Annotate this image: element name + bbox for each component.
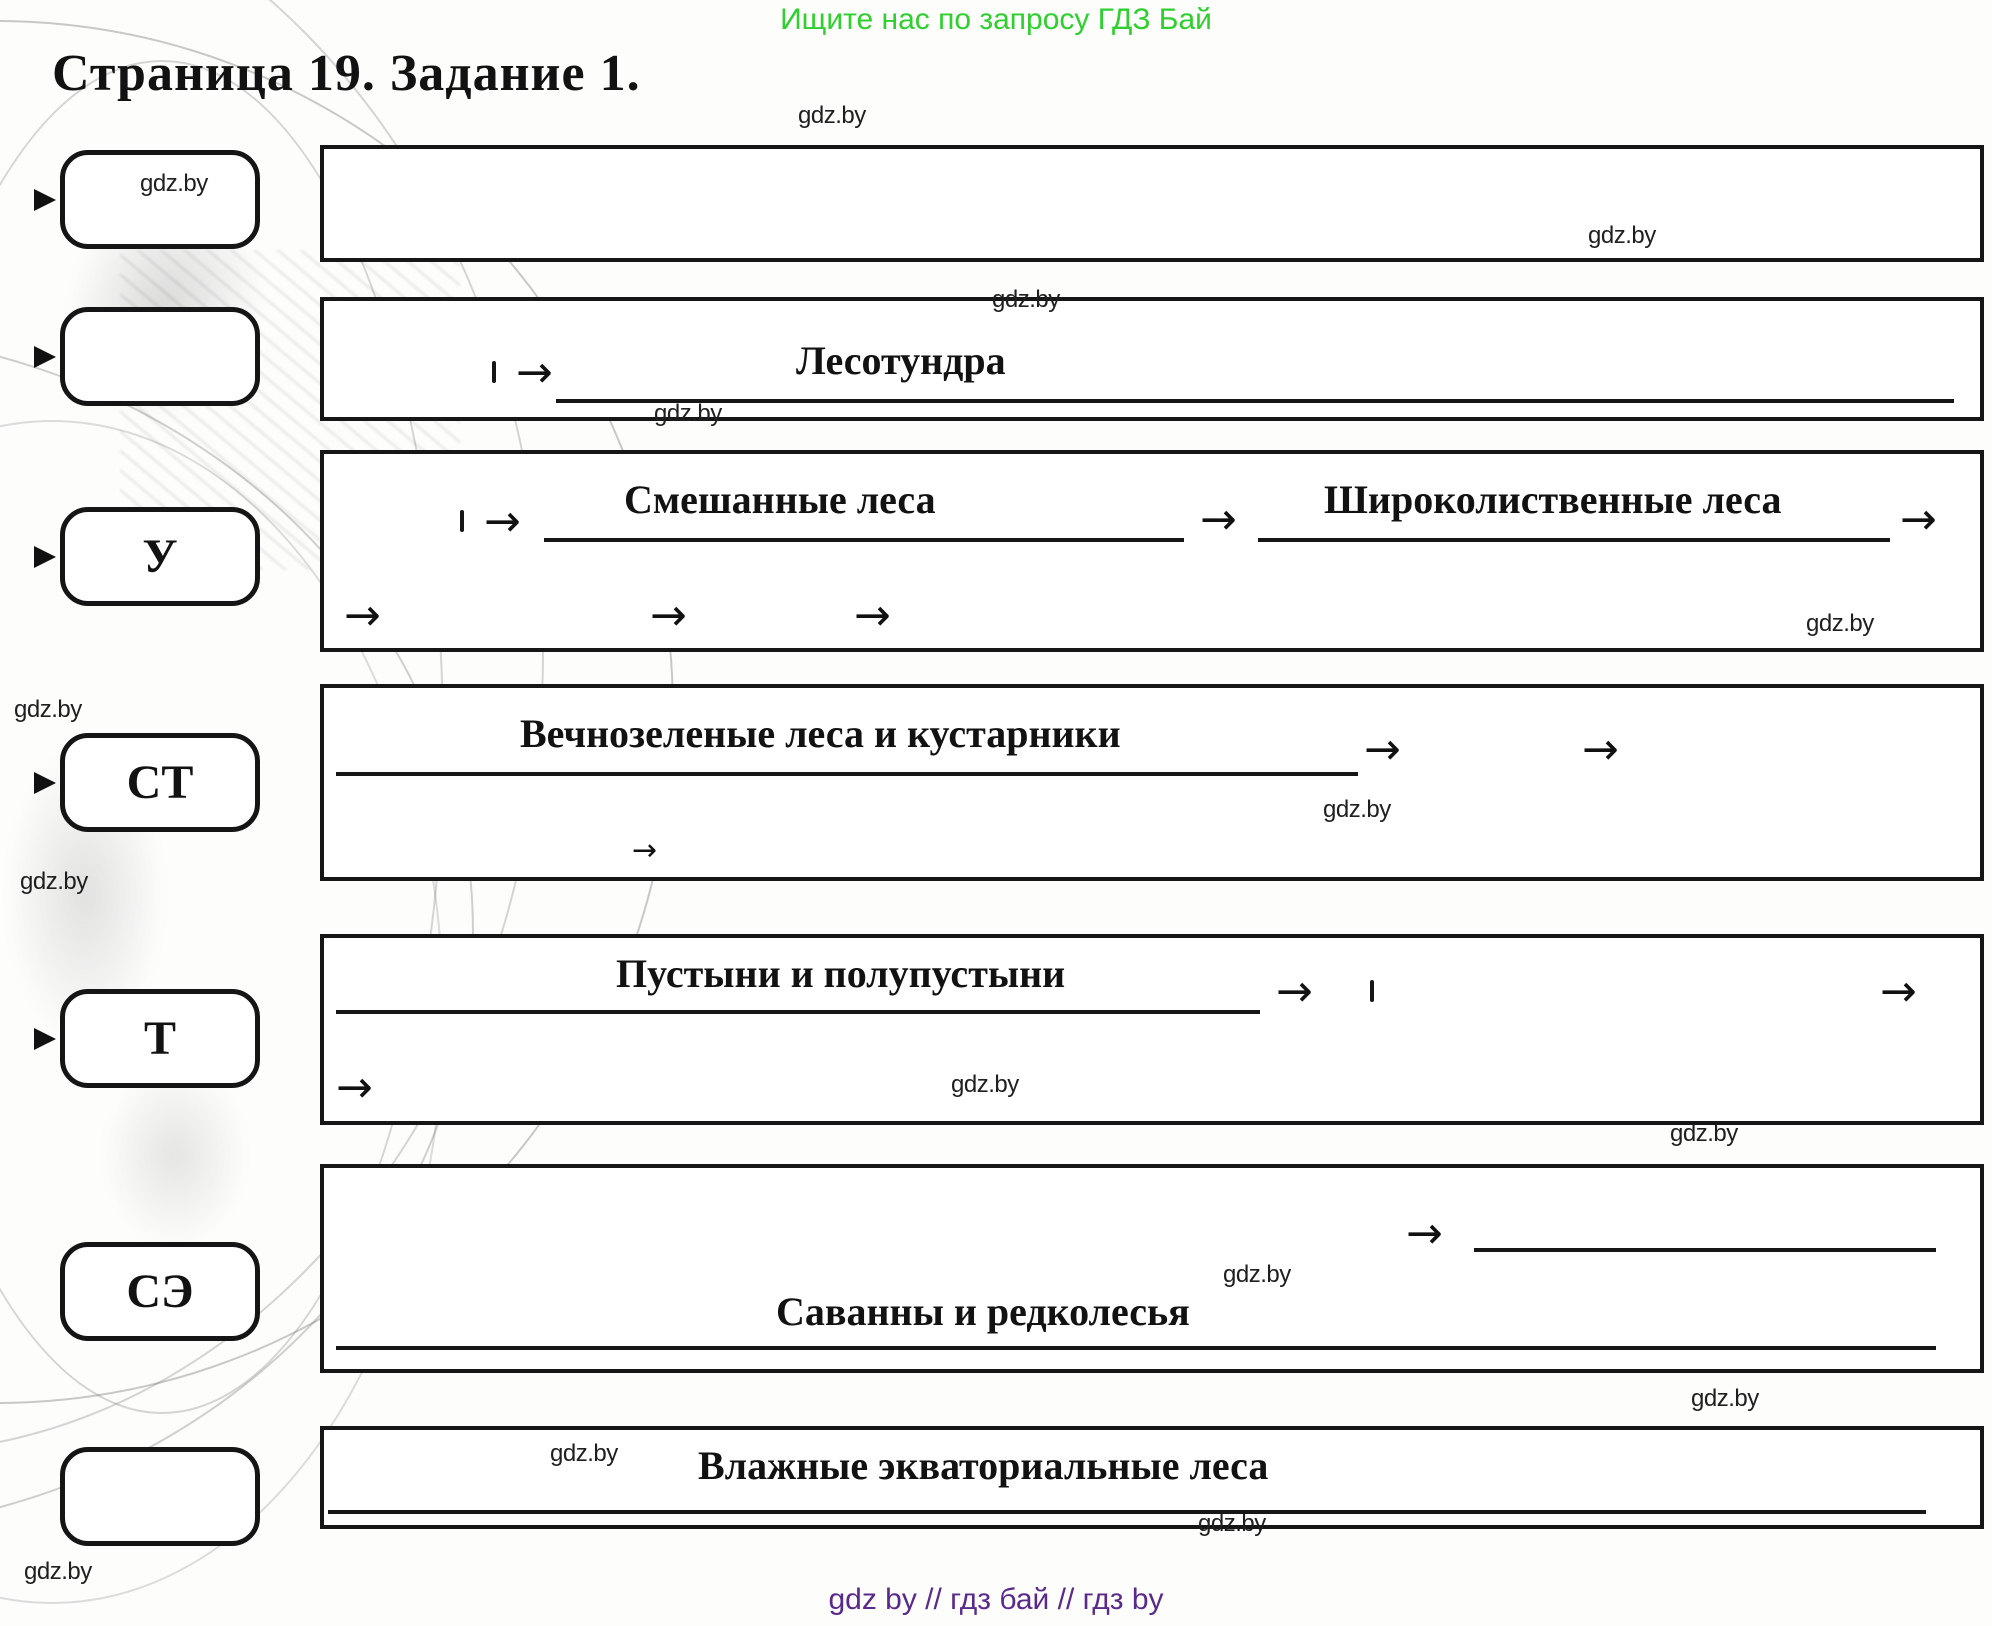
zone-box-evergreen: Вечнозеленые леса и кустарники → → → [320,684,1984,881]
climate-belt-box-subtropical: СТ [60,733,260,832]
zone-label-deserts: Пустыни и полупустыни [616,951,1066,996]
arrow-right-icon: → [1900,494,1937,545]
promo-banner: Ищите нас по запросу ГДЗ Бай [780,3,1212,36]
arrow-right-icon: → [1582,724,1619,775]
zone-label-broadleaf: Широколиственные леса [1324,477,1782,522]
arrow-right-icon: → [1406,1208,1443,1259]
arrow-right-icon: → [1364,724,1401,775]
arrow-right-icon: → [650,590,687,641]
belt-label: У [142,530,178,583]
zone-box-forests: → Смешанные леса → Широколиственные леса… [320,450,1984,652]
gdz-watermark: gdz.by [798,102,866,129]
tick-mark-icon [1370,980,1374,1002]
answer-blank [1474,1186,1936,1252]
climate-belt-box-tropical: Т [60,989,260,1088]
arrow-right-icon: → [1880,966,1917,1017]
belt-label: СТ [126,756,194,809]
gdz-watermark: gdz.by [1806,610,1874,637]
pointer-arrow-icon [34,1028,56,1050]
zone-label-evergreen: Вечнозеленые леса и кустарники [520,711,1121,756]
answer-blank [336,1284,1936,1350]
answer-blank [336,708,1358,776]
belt-label: Т [143,1012,176,1065]
pointer-arrow-icon [34,189,56,211]
zone-box-equatorial: Влажные экваториальные леса [320,1426,1984,1529]
gdz-watermark: gdz.by [20,868,88,895]
arrow-right-icon: → [516,347,553,398]
gdz-watermark: gdz.by [951,1071,1019,1098]
tick-mark-icon [492,361,496,383]
arrow-right-icon: → [336,1062,373,1113]
tick-mark-icon [460,510,464,532]
footer-banner: gdz by // гдз бай // гдз by [828,1583,1164,1616]
climate-belt-box-7 [60,1447,260,1546]
answer-blank [544,474,1184,542]
gdz-watermark: gdz.by [1198,1510,1266,1537]
climate-belt-box-subequatorial: СЭ [60,1242,260,1341]
answer-blank [328,1448,1926,1514]
arrow-right-icon: → [1200,494,1237,545]
zone-box-1 [320,145,1984,262]
gdz-watermark: gdz.by [992,286,1060,313]
zone-label-savanna: Саванны и редколесья [776,1289,1190,1334]
zone-box-lesotundra: → Лесотундра [320,297,1984,421]
zone-label-equatorial: Влажные экваториальные леса [698,1443,1269,1488]
climate-belt-box-2 [60,307,260,406]
pointer-arrow-icon [34,546,56,568]
arrow-right-icon: → [854,590,891,641]
gdz-watermark: gdz.by [1223,1261,1291,1288]
zone-box-deserts: Пустыни и полупустыни → → → [320,934,1984,1125]
gdz-watermark: gdz.by [14,696,82,723]
pointer-arrow-icon [34,772,56,794]
arrow-right-icon: → [484,496,521,547]
answer-blank [1258,474,1890,542]
arrow-right-icon: → [632,833,658,868]
arrow-right-icon: → [1276,966,1313,1017]
zone-box-savanna: → Саванны и редколесья [320,1164,1984,1373]
page-title: Страница 19. Задание 1. [52,45,641,102]
gdz-watermark: gdz.by [1691,1385,1759,1412]
gdz-watermark: gdz.by [1588,222,1656,249]
answer-blank [556,335,1954,403]
answer-blank [336,946,1260,1014]
gdz-watermark: gdz.by [654,400,722,427]
climate-belt-box-umerenny: У [60,507,260,606]
climate-belt-box-1 [60,150,260,249]
zone-label-mixed: Смешанные леса [624,477,936,522]
gdz-watermark: gdz.by [140,170,208,197]
gdz-watermark: gdz.by [1670,1120,1738,1147]
gdz-watermark: gdz.by [550,1440,618,1467]
gdz-watermark: gdz.by [1323,796,1391,823]
arrow-right-icon: → [344,590,381,641]
gdz-watermark: gdz.by [24,1558,92,1585]
pointer-arrow-icon [34,346,56,368]
zone-label-lesotundra: Лесотундра [796,338,1006,383]
belt-label: СЭ [126,1265,194,1318]
